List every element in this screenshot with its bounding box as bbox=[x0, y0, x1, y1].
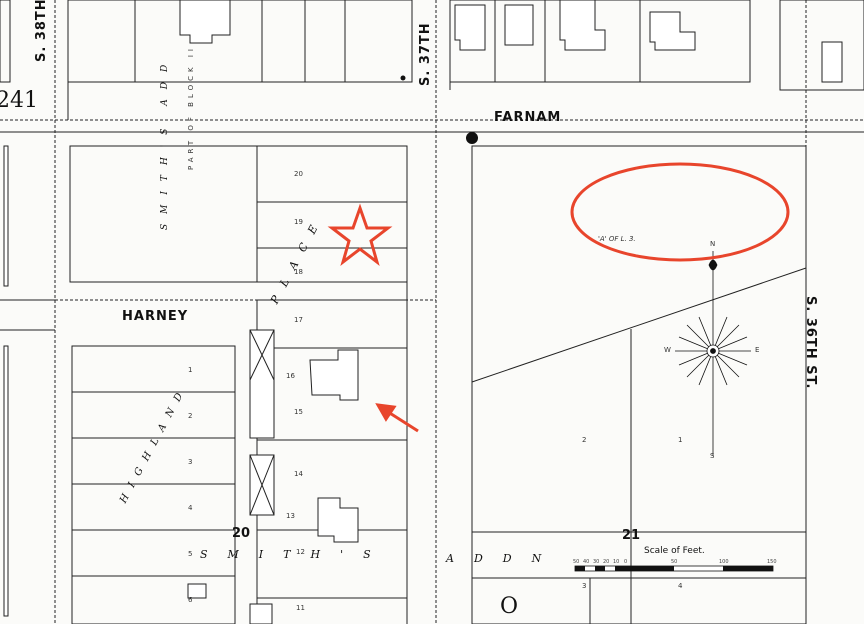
big-o-label: O bbox=[500, 594, 519, 619]
label-part-of-block: PART OF BLOCK II bbox=[187, 45, 195, 170]
lot-number: 5 bbox=[188, 550, 193, 558]
label-smiths-add: SMITH'S ADD bbox=[160, 54, 170, 230]
block-number-21: 21 bbox=[622, 528, 641, 543]
scale-tick: 150 bbox=[767, 559, 777, 565]
street-s37: S. 37TH bbox=[418, 22, 433, 86]
arrow-marker bbox=[375, 403, 419, 433]
scale-tick: 0 bbox=[624, 559, 628, 565]
scale-title: Scale of Feet. bbox=[644, 546, 705, 556]
compass-n: N bbox=[710, 240, 716, 248]
highlight-ellipse bbox=[570, 162, 790, 262]
compass-w: W bbox=[664, 346, 671, 354]
annotation-layer bbox=[327, 162, 790, 433]
street-s36: S. 36TH ST. bbox=[803, 296, 818, 390]
lot-number: 19 bbox=[294, 218, 303, 226]
lot-number: 16 bbox=[286, 372, 295, 380]
lot-number: 14 bbox=[294, 470, 303, 478]
lot-number: 3 bbox=[188, 458, 193, 466]
lot-number: 17 bbox=[294, 316, 303, 324]
lot-number: 11 bbox=[296, 604, 305, 612]
scale-tick: 50 bbox=[671, 559, 678, 565]
lot-number: 3 bbox=[582, 582, 587, 590]
street-s38: S. 38TH bbox=[34, 0, 49, 62]
scale-tick: 100 bbox=[719, 559, 729, 565]
compass-e: E bbox=[755, 346, 760, 354]
tract-label: 'A' OF L. 3. bbox=[598, 235, 636, 243]
block-number-20: 20 bbox=[232, 526, 251, 541]
scale-tick: 20 bbox=[603, 559, 610, 565]
lot-number: 20 bbox=[294, 170, 303, 178]
lot-number: 2 bbox=[582, 436, 587, 444]
scale-tick: 40 bbox=[583, 559, 590, 565]
street-harney: HARNEY bbox=[122, 309, 189, 324]
scale-tick: 30 bbox=[593, 559, 600, 565]
lot-number: 2 bbox=[188, 412, 193, 420]
lot-number: 4 bbox=[678, 582, 683, 590]
lot-number: 4 bbox=[188, 504, 193, 512]
star-marker bbox=[327, 203, 393, 266]
label-smiths-bottom: SMITH'S bbox=[200, 548, 391, 561]
lot-number: 13 bbox=[286, 512, 295, 520]
lot-number: 1 bbox=[678, 436, 683, 444]
sheet-number: 241 bbox=[0, 88, 38, 113]
lot-number: 1 bbox=[188, 366, 193, 374]
street-farnam: FARNAM bbox=[494, 110, 562, 125]
scale-tick: 50 bbox=[573, 559, 580, 565]
lot-number: 12 bbox=[296, 548, 305, 556]
compass-s: S bbox=[710, 452, 715, 460]
lot-number: 18 bbox=[294, 268, 303, 276]
scale-tick: 10 bbox=[613, 559, 620, 565]
lot-number: 15 bbox=[294, 408, 303, 416]
lot-number: 6 bbox=[188, 596, 193, 604]
label-addn: ADDN bbox=[446, 552, 562, 565]
